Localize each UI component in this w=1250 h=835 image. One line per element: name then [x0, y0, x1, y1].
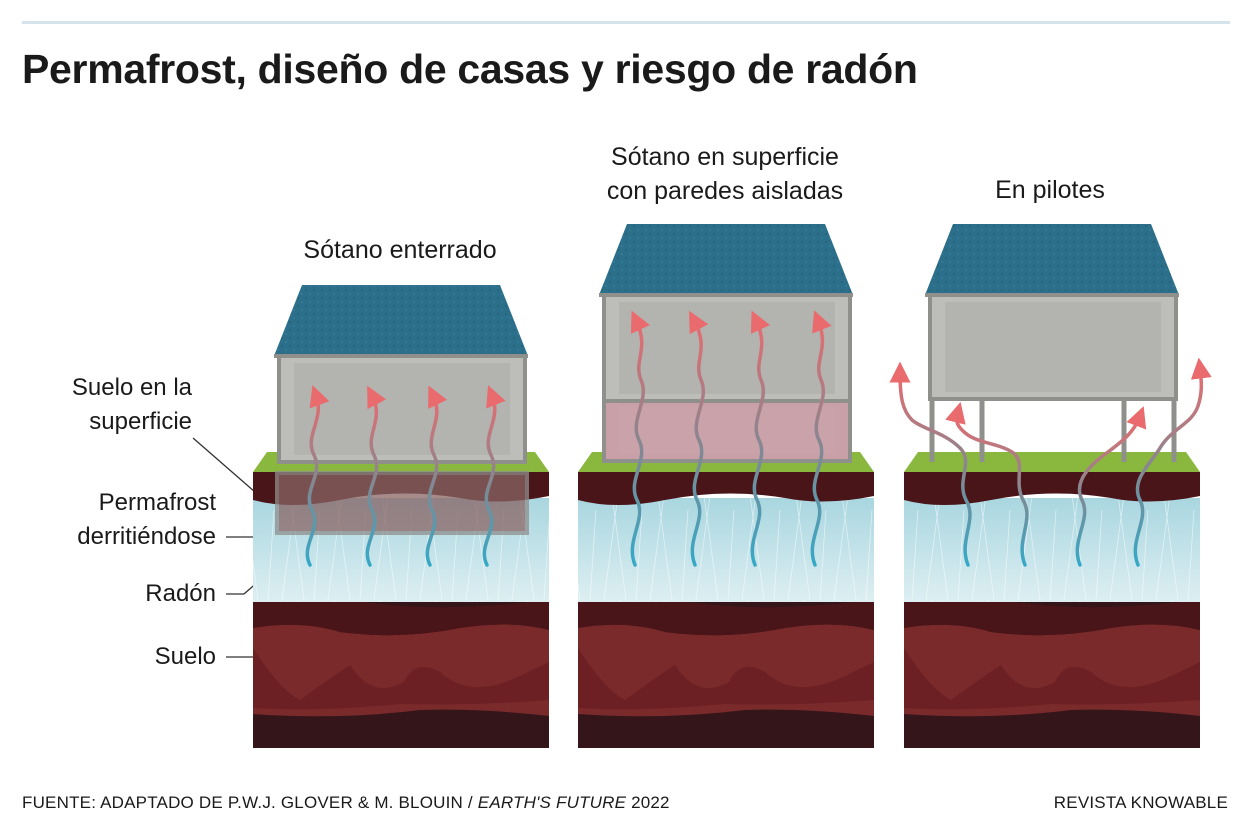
callout-line-surface [192, 437, 256, 493]
radon-arrow-icon [810, 310, 832, 567]
soil-top-band [904, 599, 1200, 636]
panel-surface-basement [578, 224, 874, 748]
panel-title-buried-basement: Sótano enterrado [303, 236, 497, 264]
basement-inner [619, 406, 835, 454]
radon-arrow-icon [305, 385, 330, 567]
radon-arrow-icon [482, 385, 506, 567]
radon-arrow-icon [889, 361, 972, 567]
source-prefix: FUENTE: ADAPTADO DE P.W.J. GLOVER & M. B… [22, 793, 478, 812]
radon-arrow-icon [630, 310, 650, 567]
topsoil [578, 472, 874, 505]
label-line2: superficie [89, 408, 192, 435]
soil-top-band [578, 599, 874, 636]
house-inner [945, 302, 1161, 392]
roof-icon [925, 224, 1179, 295]
source-journal: EARTH'S FUTURE [477, 793, 627, 812]
house-inner [619, 302, 835, 394]
roof-eave [599, 293, 853, 297]
grass-bevel [535, 452, 549, 472]
roof-eave [925, 293, 1179, 297]
grass-bevel [253, 452, 267, 472]
soil-band [253, 648, 549, 710]
panel-title-line1: Sótano en superficie [611, 143, 839, 171]
label-radon: Radón [145, 580, 216, 607]
roof-eave [274, 354, 528, 358]
panel-stilts [889, 224, 1212, 748]
label-surface-soil: Suelo en la superficie [72, 371, 192, 439]
roof-icon [599, 224, 853, 295]
radon-waves [630, 310, 832, 567]
brand-credit: REVISTA KNOWABLE [1053, 793, 1228, 812]
panel-title-line2: con paredes aisladas [606, 177, 844, 205]
soil-top-band [253, 599, 549, 636]
permafrost-texture [904, 498, 1200, 602]
grass-bevel [860, 452, 874, 472]
panel-title-surface-basement: Sótano en superficie con paredes aislada… [575, 140, 875, 208]
grass-bevel [578, 452, 592, 472]
grass-bevel [904, 452, 918, 472]
radon-arrow-icon [750, 310, 770, 567]
soil-band [578, 648, 874, 710]
panel-buried-basement [253, 285, 549, 748]
topsoil [904, 472, 1200, 505]
radon-arrow-icon [1075, 406, 1147, 567]
grass-bevel [1186, 452, 1200, 472]
soil-band [904, 648, 1200, 710]
label-line1: Permafrost [98, 489, 216, 516]
source-year: 2022 [626, 793, 670, 812]
label-soil: Suelo [154, 643, 216, 670]
house-inner [294, 363, 510, 455]
radon-arrow-icon [1133, 357, 1212, 567]
radon-arrow-icon [945, 401, 1029, 567]
top-rule [22, 21, 1230, 24]
source-credit: FUENTE: ADAPTADO DE P.W.J. GLOVER & M. B… [22, 793, 670, 813]
label-line1: Suelo en la [71, 374, 192, 401]
label-thawing-permafrost: Permafrost derritiéndose [77, 486, 216, 554]
label-line2: derritiéndose [77, 523, 216, 550]
panel-title-stilts: En pilotes [995, 176, 1105, 204]
radon-arrow-icon [365, 385, 387, 567]
radon-arrow-icon [689, 310, 709, 567]
radon-arrow-icon [425, 385, 448, 567]
roof-icon [274, 285, 528, 356]
radon-waves [889, 357, 1212, 567]
page-title: Permafrost, diseño de casas y riesgo de … [22, 46, 918, 92]
permafrost-texture [578, 498, 874, 602]
radon-waves [305, 385, 506, 567]
